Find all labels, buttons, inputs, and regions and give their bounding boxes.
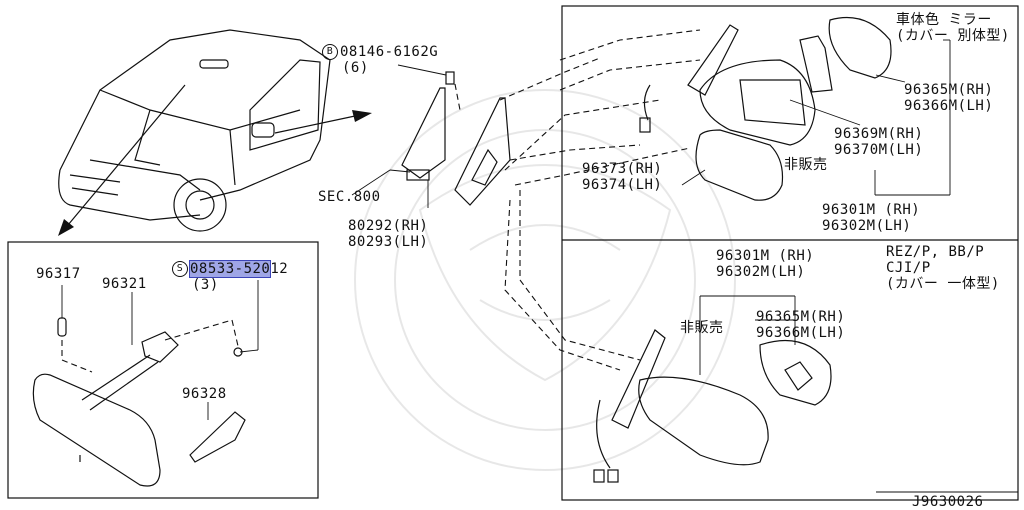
label-96365m-top: 96365M(RH) — [904, 82, 994, 98]
label-96373: 96373(RH) — [582, 161, 663, 177]
screw-code-rest: 12 — [270, 261, 289, 277]
inner-mirror-panel — [7, 241, 319, 499]
bracket-drawing — [401, 71, 511, 206]
label-variant-3: (カバー 一体型) — [886, 276, 1000, 292]
label-96374: 96374(LH) — [582, 177, 663, 193]
label-96302m-top: 96302M(LH) — [822, 218, 912, 234]
label-sec800: SEC.800 — [318, 189, 381, 205]
label-96366m-bot: 96366M(LH) — [756, 325, 846, 341]
outer-mirror-panel — [561, 5, 1019, 501]
label-96366m-top: 96366M(LH) — [904, 98, 994, 114]
bolt-qty: (6) — [342, 60, 369, 76]
label-not-sold-bot: 非販売 — [680, 320, 724, 336]
outer-mirror-bottom-drawing — [593, 329, 832, 483]
label-96370m: 96370M(LH) — [834, 142, 924, 158]
label-96369m: 96369M(RH) — [834, 126, 924, 142]
label-96301m-top: 96301M (RH) — [822, 202, 921, 218]
label-variant-2: CJI/P — [886, 260, 931, 276]
label-variant-1: REZ/P, BB/P — [886, 244, 985, 260]
label-96302m-bot: 96302M(LH) — [716, 264, 806, 280]
bolt-symbol: B — [322, 44, 338, 60]
watermark-emblem — [354, 89, 736, 471]
diagram-code: J9630026 — [912, 494, 984, 510]
outer-mirror-top-drawing — [639, 16, 892, 201]
label-96317: 96317 — [36, 266, 81, 282]
label-96301m-bot: 96301M (RH) — [716, 248, 815, 264]
label-80293: 80293(LH) — [348, 234, 429, 250]
car-illustration — [58, 29, 331, 232]
label-80292: 80292(RH) — [348, 218, 429, 234]
screw-symbol: S — [172, 261, 188, 277]
inner-mirror-drawing — [32, 317, 246, 487]
label-not-sold-top: 非販売 — [784, 157, 828, 173]
bolt-code: 08146-6162G — [340, 44, 439, 60]
label-96321: 96321 — [102, 276, 147, 292]
label-body-color-1: 車体色 ミラー — [896, 12, 992, 28]
label-96365m-bot: 96365M(RH) — [756, 309, 846, 325]
screw-qty: (3) — [192, 277, 219, 293]
label-body-color-2: (カバー 別体型) — [896, 28, 1010, 44]
label-96328: 96328 — [182, 386, 227, 402]
screw-code-highlight[interactable]: 08533-520 — [188, 260, 272, 278]
